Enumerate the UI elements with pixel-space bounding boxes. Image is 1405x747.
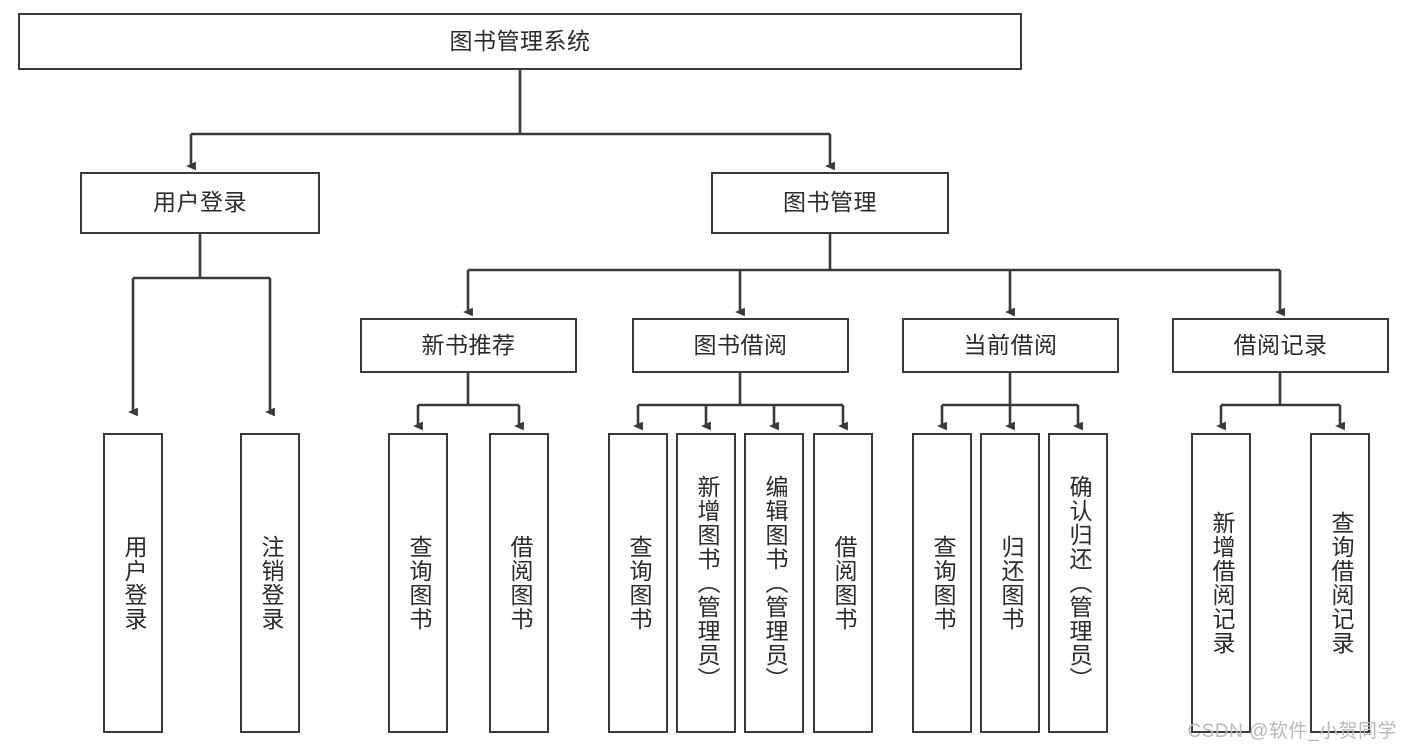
node-label: 借阅记录 bbox=[1233, 331, 1328, 358]
node-leaf-borrow-book-recommend[interactable]: 借阅图书 bbox=[489, 433, 549, 733]
node-label: 借阅图书 bbox=[830, 535, 857, 631]
node-label: 查询图书 bbox=[929, 535, 956, 631]
node-label: 新增借阅记录 bbox=[1208, 511, 1235, 655]
node-label: 查询图书 bbox=[405, 535, 432, 631]
node-label: 图书管理 bbox=[783, 189, 877, 216]
node-label: 用户登录 bbox=[120, 535, 147, 631]
node-label: 新增图书（管理员） bbox=[693, 475, 720, 691]
node-leaf-query-borrow-record[interactable]: 查询借阅记录 bbox=[1310, 433, 1370, 733]
node-label: 查询图书 bbox=[625, 535, 652, 631]
node-book-borrow[interactable]: 图书借阅 bbox=[632, 318, 849, 373]
node-label: 编辑图书（管理员） bbox=[761, 475, 788, 691]
node-root-book-management-system[interactable]: 图书管理系统 bbox=[18, 13, 1022, 70]
node-user-login[interactable]: 用户登录 bbox=[80, 172, 320, 234]
node-label: 确认归还（管理员） bbox=[1065, 475, 1092, 691]
node-borrow-record[interactable]: 借阅记录 bbox=[1172, 318, 1389, 373]
node-leaf-confirm-return-admin[interactable]: 确认归还（管理员） bbox=[1048, 433, 1108, 733]
node-leaf-query-book-recommend[interactable]: 查询图书 bbox=[388, 433, 448, 733]
node-label: 借阅图书 bbox=[506, 535, 533, 631]
node-label: 图书管理系统 bbox=[449, 27, 591, 54]
node-label: 用户登录 bbox=[153, 189, 247, 216]
node-new-book-recommend[interactable]: 新书推荐 bbox=[360, 318, 577, 373]
node-leaf-user-login[interactable]: 用户登录 bbox=[103, 433, 163, 733]
node-leaf-borrow-book[interactable]: 借阅图书 bbox=[813, 433, 873, 733]
node-label: 查询借阅记录 bbox=[1327, 511, 1354, 655]
node-leaf-edit-book-admin[interactable]: 编辑图书（管理员） bbox=[744, 433, 804, 733]
watermark-text: CSDN @软件_小贺同学 bbox=[1187, 721, 1397, 742]
node-leaf-add-borrow-record[interactable]: 新增借阅记录 bbox=[1191, 433, 1251, 733]
node-leaf-logout-login[interactable]: 注销登录 bbox=[240, 433, 300, 733]
node-leaf-query-book-borrow[interactable]: 查询图书 bbox=[608, 433, 668, 733]
node-leaf-return-book[interactable]: 归还图书 bbox=[980, 433, 1040, 733]
node-label: 注销登录 bbox=[257, 535, 284, 631]
node-label: 新书推荐 bbox=[421, 331, 516, 358]
node-current-borrow[interactable]: 当前借阅 bbox=[902, 318, 1119, 373]
node-label: 当前借阅 bbox=[963, 331, 1058, 358]
node-label: 图书借阅 bbox=[693, 331, 788, 358]
node-leaf-add-book-admin[interactable]: 新增图书（管理员） bbox=[676, 433, 736, 733]
node-label: 归还图书 bbox=[997, 535, 1024, 631]
node-leaf-query-book-current[interactable]: 查询图书 bbox=[912, 433, 972, 733]
node-book-manage[interactable]: 图书管理 bbox=[711, 172, 949, 234]
